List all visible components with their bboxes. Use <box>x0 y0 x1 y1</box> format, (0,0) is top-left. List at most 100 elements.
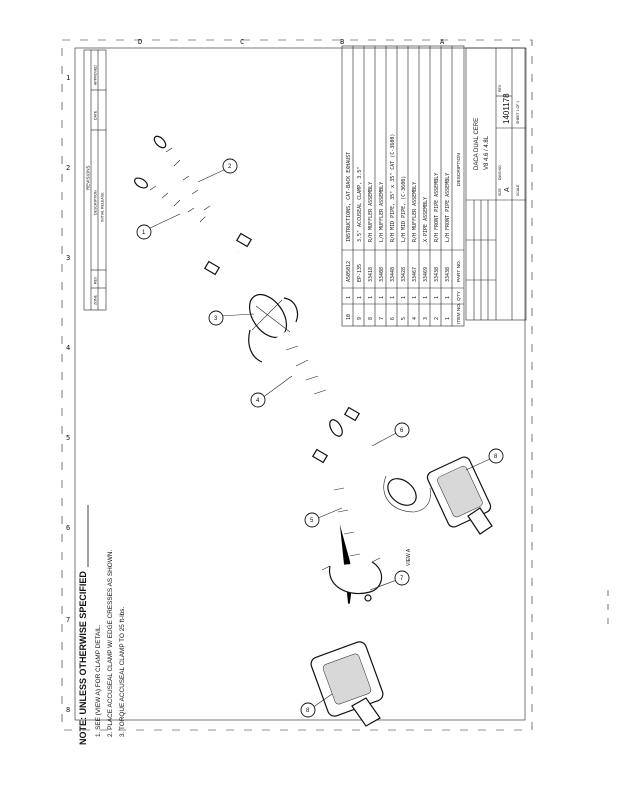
svg-text:ITEM NO.: ITEM NO. <box>456 303 462 324</box>
parts-row: 7 1 33408 L/H MUFFLER ASSEMBLY <box>379 182 385 320</box>
parts-row: 10 1 A505012 INSTRUCTIONS, CAT-BACK EXHA… <box>346 152 352 320</box>
svg-text:33438: 33438 <box>434 267 440 282</box>
svg-text:3: 3 <box>423 317 429 320</box>
mid-pipe-lh <box>329 467 361 624</box>
rev-description: INITIAL RELEASE <box>101 192 105 222</box>
svg-text:33469: 33469 <box>423 267 429 282</box>
callout-label: 4 <box>256 398 260 404</box>
note-item: 1. SEE (VIEW A) FOR CLAMP DETAIL. <box>95 624 102 737</box>
sheet-label: SHEET 1 OF 1 <box>516 101 520 124</box>
muffler-rh <box>426 456 493 535</box>
dwg-label: DWG NO. <box>498 164 502 180</box>
svg-text:9: 9 <box>357 317 363 320</box>
clamp-detail <box>321 557 383 602</box>
revisions-title: REVISIONS <box>86 165 91 190</box>
notes-heading: NOTE: UNLESS OTHERWISE SPECIFIED <box>78 571 88 745</box>
zone-mark: 1 <box>66 74 70 82</box>
svg-text:7: 7 <box>379 317 385 320</box>
parts-list: 10 1 A505012 INSTRUCTIONS, CAT-BACK EXHA… <box>341 45 465 327</box>
parts-row: 9 1 EP-135 3.5" ACCUSEAL CLAMP, 3.5" <box>357 167 363 320</box>
zone-mark: B <box>340 38 344 46</box>
svg-text:1: 1 <box>379 296 385 299</box>
svg-text:1: 1 <box>368 296 374 299</box>
scale-label: SCALE <box>516 184 520 196</box>
svg-text:10: 10 <box>346 314 352 320</box>
svg-text:INSTRUCTIONS, CAT-BACK EXHAUST: INSTRUCTIONS, CAT-BACK EXHAUST <box>346 152 352 242</box>
parts-row: 6 1 33448 R/H MID PIPE, 35" x 35" CAT (C… <box>390 134 396 320</box>
callout-label: 8 <box>494 454 498 460</box>
svg-text:2: 2 <box>434 317 440 320</box>
view-label: VIEW A <box>406 548 412 566</box>
mid-muffler <box>266 331 344 437</box>
svg-text:R/H MUFFLER ASSEMBLY: R/H MUFFLER ASSEMBLY <box>368 182 374 242</box>
drawing-subtitle: V8 4.6 / 4.8L <box>484 135 490 170</box>
rev-header: REV <box>94 276 98 284</box>
svg-text:1: 1 <box>445 317 451 320</box>
callout-label: 5 <box>310 518 314 524</box>
svg-text:L/H FRONT PIPE ASSEMBLY: L/H FRONT PIPE ASSEMBLY <box>445 173 451 242</box>
svg-text:1: 1 <box>390 296 396 299</box>
parts-row: 3 1 33469 X-PIPE ASSEMBLY <box>423 197 429 320</box>
revision-block: REVISIONS ZONE REV DESCRIPTION DATE APPR… <box>83 49 107 311</box>
svg-text:X-PIPE ASSEMBLY: X-PIPE ASSEMBLY <box>423 197 429 242</box>
svg-text:1: 1 <box>357 296 363 299</box>
exhaust-assembly: 1 2 3 4 5 6 7 8 8 VIEW A <box>134 135 504 727</box>
svg-text:33438: 33438 <box>445 267 451 282</box>
svg-text:PART NO.: PART NO. <box>456 260 462 282</box>
mid-pipe-rh <box>348 427 431 513</box>
svg-text:1: 1 <box>434 296 440 299</box>
svg-text:8: 8 <box>368 317 374 320</box>
zone-mark: D <box>138 38 142 46</box>
svg-text:1: 1 <box>346 296 352 299</box>
callout-label: 6 <box>400 428 404 434</box>
svg-text:R/H MUFFLER ASSEMBLY: R/H MUFFLER ASSEMBLY <box>412 182 418 242</box>
rev-header: ZONE <box>94 294 98 305</box>
rev-header: DATE <box>94 110 98 120</box>
callout-label: 8 <box>306 708 310 714</box>
svg-text:33467: 33467 <box>412 267 418 282</box>
muffler-lh <box>310 603 384 727</box>
front-pipe-rh <box>153 135 243 256</box>
svg-text:R/H MID PIPE, 35" x 35" CAT (C: R/H MID PIPE, 35" x 35" CAT (C-3600) <box>390 134 396 242</box>
zone-mark: 5 <box>66 434 70 442</box>
svg-text:EP-135: EP-135 <box>357 264 363 282</box>
parts-row: 8 1 33418 R/H MUFFLER ASSEMBLY <box>368 182 374 320</box>
x-pipe-assembly <box>248 293 299 363</box>
parts-row: 1 1 33438 L/H FRONT PIPE ASSEMBLY <box>445 173 451 320</box>
callout-label: 1 <box>142 230 146 236</box>
svg-text:R/H FRONT PIPE ASSEMBLY: R/H FRONT PIPE ASSEMBLY <box>434 173 440 242</box>
note-item: 2. PLACE ACCUSEAL CLAMP W/ EDGE CRESSES … <box>107 550 114 737</box>
svg-text:6: 6 <box>390 317 396 320</box>
zone-marks-left: 8 7 6 5 4 3 2 1 <box>66 74 70 714</box>
svg-text:1: 1 <box>445 296 451 299</box>
parts-header-row: ITEM NO. QTY PART NO. DESCRIPTION <box>456 153 462 324</box>
svg-text:33428: 33428 <box>401 267 407 282</box>
zone-mark: 3 <box>66 254 70 262</box>
svg-text:4: 4 <box>412 317 418 320</box>
callout-label: 2 <box>228 164 232 170</box>
size-value: A <box>504 187 511 192</box>
zone-mark: 8 <box>66 706 70 714</box>
parts-row: 2 1 33438 R/H FRONT PIPE ASSEMBLY <box>434 173 440 320</box>
svg-text:1: 1 <box>423 296 429 299</box>
zone-mark: 4 <box>66 344 70 352</box>
drawing-title: DACA DUAL CERE <box>474 118 480 170</box>
svg-text:5: 5 <box>401 317 407 320</box>
zone-mark: C <box>240 38 244 46</box>
callout-balloons: 1 2 3 4 5 6 7 8 8 VIEW A <box>136 158 504 718</box>
svg-text:QTY: QTY <box>456 290 462 301</box>
svg-text:33408: 33408 <box>379 267 385 282</box>
callout-label: 7 <box>400 576 404 582</box>
rev-header: DESCRIPTION <box>94 190 98 215</box>
general-notes: NOTE: UNLESS OTHERWISE SPECIFIED 1. SEE … <box>78 505 126 745</box>
svg-text:DESCRIPTION: DESCRIPTION <box>456 153 462 186</box>
svg-text:1: 1 <box>401 296 407 299</box>
rev-label: REV <box>498 84 502 92</box>
callout-label: 3 <box>214 316 218 322</box>
zone-mark: A <box>440 38 445 46</box>
title-block: DACA DUAL CERE V8 4.6 / 4.8L SIZE A DWG … <box>465 47 527 321</box>
svg-text:3.5" ACCUSEAL CLAMP, 3.5": 3.5" ACCUSEAL CLAMP, 3.5" <box>357 167 363 242</box>
parts-row: 5 1 33428 L/H MID PIPE, (C-3600) <box>401 176 407 320</box>
note-item: 3. TORQUE ACCUSEAL CLAMP TO 25 ft-lbs. <box>119 607 126 737</box>
